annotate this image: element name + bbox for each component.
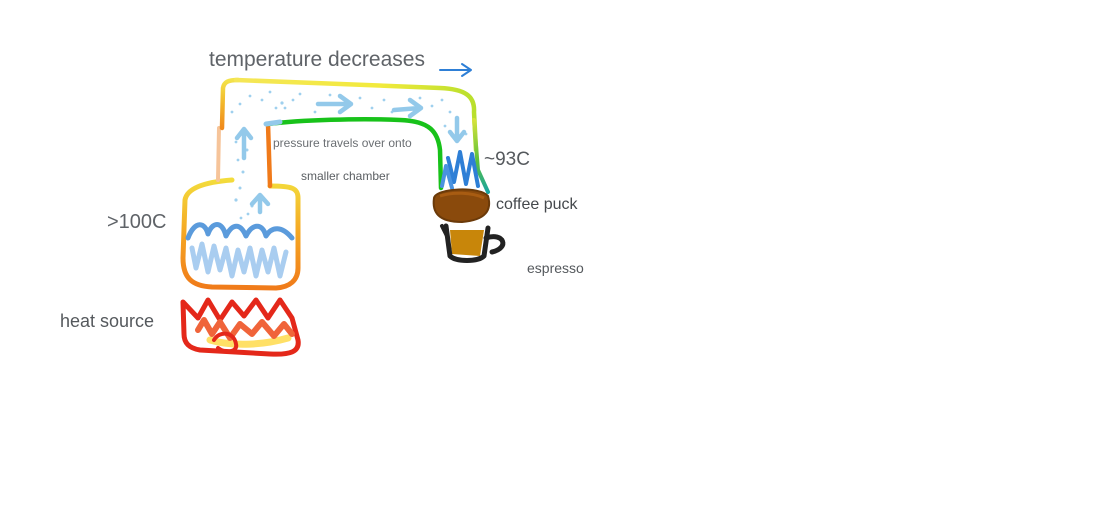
- flame-inner: [195, 317, 295, 341]
- arrow-up-pipe: [234, 126, 254, 161]
- pipe-outer-down: [472, 118, 490, 194]
- label-93c: ~93C: [484, 149, 530, 170]
- steam-dash: [263, 119, 283, 127]
- label-pressure-line-2: smaller chamber: [301, 169, 390, 183]
- boiler-stem-right: [265, 121, 273, 189]
- label-heat-source: heat source: [60, 311, 155, 331]
- pipe-outer-top: [233, 77, 479, 153]
- flames: [180, 297, 301, 357]
- arrow-down-right: [447, 115, 467, 144]
- water-onto-puck: [440, 150, 480, 190]
- label-coffee-puck: coffee puck: [496, 196, 578, 213]
- boiler-water: [185, 222, 295, 279]
- arrow-right-top-1: [315, 93, 354, 115]
- coffee-puck-shape: [432, 188, 491, 224]
- steam-arrows: [234, 93, 467, 215]
- temperature-arrow: [439, 63, 472, 77]
- pipe-inner-green: [265, 116, 444, 191]
- label-espresso: espresso: [527, 260, 584, 276]
- pipe-left-wall: [216, 126, 221, 182]
- boiler-outline: [180, 177, 301, 291]
- espresso-cup: [440, 223, 506, 263]
- flame-glow: [206, 334, 292, 348]
- arrow-up-boiler: [249, 192, 271, 215]
- pipe-outer-upper: [219, 77, 241, 131]
- label-100c: >100C: [107, 211, 167, 233]
- flame-center: [212, 331, 239, 354]
- arrow-right-top-2: [391, 97, 424, 119]
- flame-outer: [180, 297, 301, 357]
- label-temperature-decreases: temperature decreases: [209, 48, 425, 71]
- label-pressure-line-1: pressure travels over onto: [273, 136, 412, 150]
